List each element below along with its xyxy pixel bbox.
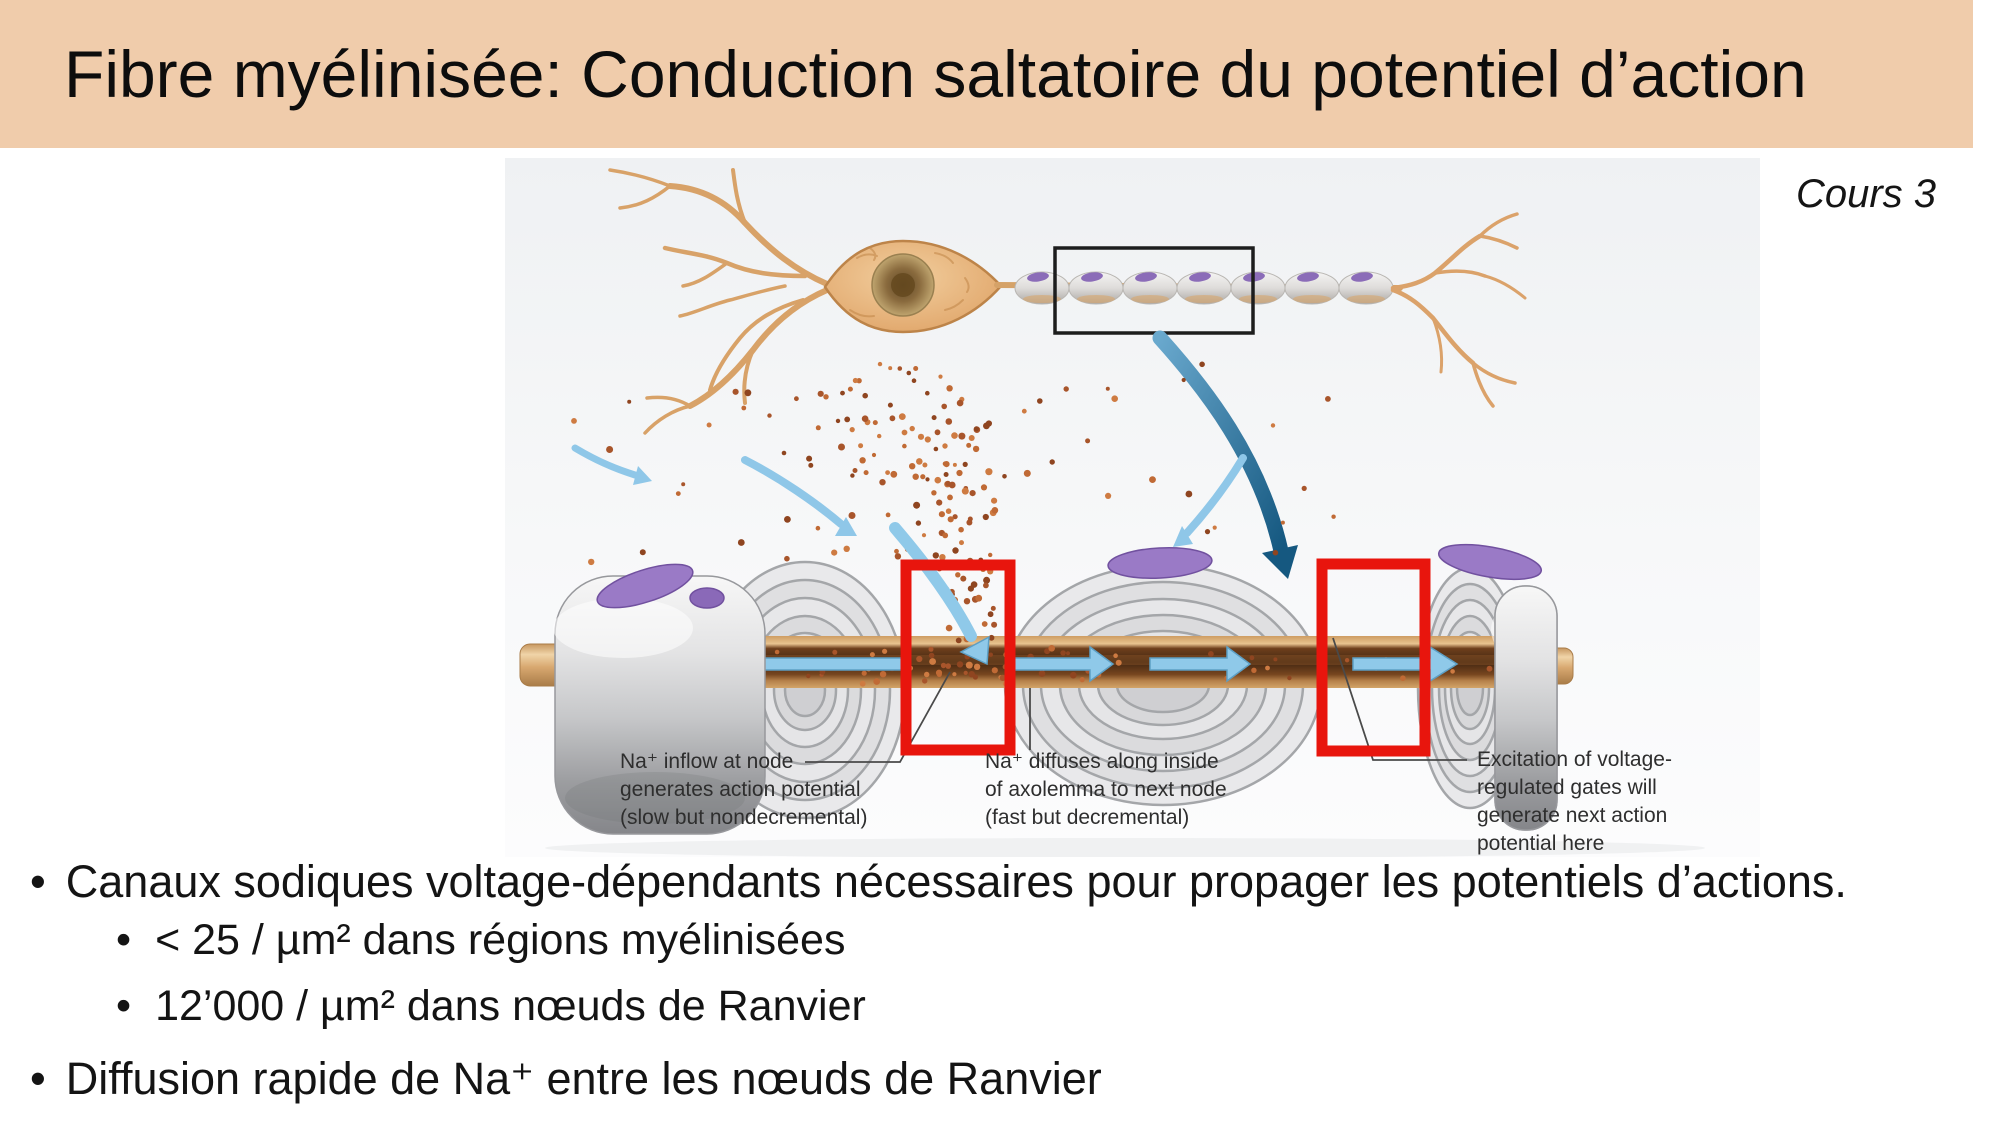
soma [823,239,1003,334]
figure-canvas: Na⁺ inflow at node generates action pote… [505,158,1760,857]
myelin-sheath-left [553,575,766,835]
bullet-marker [30,856,46,907]
course-label: Cours 3 [1795,172,1936,216]
bullet-text: < 25 / µm² dans régions myélinisées [155,916,846,964]
magnified-axon-view: Na⁺ inflow at node generates action pote… [519,413,1678,855]
bullet-item-3: 12’000 / µm² dans nœuds de Ranvier [116,982,866,1031]
slide-title: Fibre myélinisée: Conduction saltatoire … [64,37,1807,111]
bullet-item-4: Diffusion rapide de Na⁺ entre les nœuds … [30,1053,1102,1105]
bullet-text: 12’000 / µm² dans nœuds de Ranvier [155,982,866,1030]
schwann-nucleus-middle [1107,547,1213,579]
figure-caption-na-diffuses: Na⁺ diffuses along inside of axolemma to… [985,750,1233,829]
caption-leader-lines [805,637,1467,763]
direction-arrow-right-2 [1149,645,1252,683]
ion-arrow-1 [571,444,639,479]
bullet-item-2: < 25 / µm² dans régions myélinisées [116,916,845,965]
ion-arrow-3 [1183,454,1247,537]
axon-region-box [1053,246,1255,335]
zoom-arrow-icon [1152,330,1298,579]
bullet-marker [116,916,131,964]
bullet-item-1: Canaux sodiques voltage-dépendants néces… [30,856,1847,908]
bullet-text: Diffusion rapide de Na⁺ entre les nœuds … [65,1053,1102,1104]
title-bar: Fibre myélinisée: Conduction saltatoire … [0,0,1973,148]
axon-rod-highlight [755,655,1517,665]
axon-terminals [1390,212,1527,408]
myelin-sheath-right-front [1494,585,1558,831]
schwann-nucleus-left [596,563,694,609]
ion-flow-arrows [571,444,1247,547]
bullet-marker [30,1053,46,1104]
ion-arrow-2 [741,456,845,528]
node-highlight-box-1 [900,559,1016,756]
direction-arrow-right-1 [1012,645,1115,683]
figure-caption-na-inflow: Na⁺ inflow at node generates action pote… [620,750,867,829]
neuron-diagram [608,168,1527,579]
leader-line-3 [1332,637,1467,761]
node-entry-arrow [889,522,990,666]
bullet-marker [116,982,131,1030]
leader-line-1 [805,671,951,763]
schwann-nucleus-left-2 [689,587,725,609]
saltatory-conduction-figure: Na⁺ inflow at node generates action pote… [505,158,1760,857]
bullet-text: Canaux sodiques voltage-dépendants néces… [65,856,1847,907]
figure-caption-excitation: Excitation of voltage- regulated gates w… [1477,748,1678,855]
schwann-cell-nuclei [596,543,1543,609]
schwann-nucleus-right [1437,543,1543,581]
nucleolus [891,273,915,297]
node-highlight-box-2 [1316,558,1431,757]
dendrites [608,168,830,435]
figure-bottom-shadow [545,838,1705,857]
myelinated-axon-beads [1014,271,1394,305]
